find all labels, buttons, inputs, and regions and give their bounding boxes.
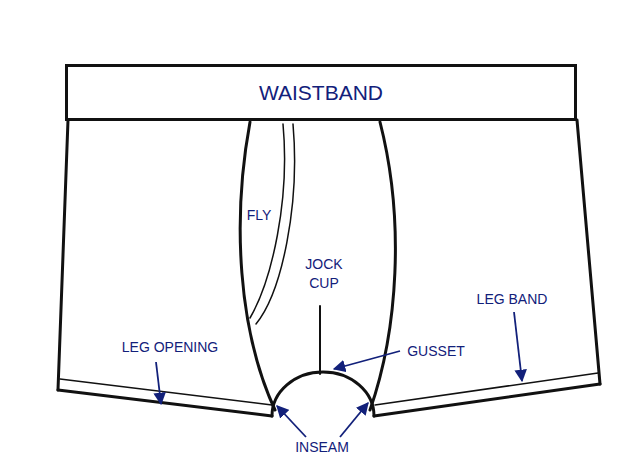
- right-leg-band-line: [375, 373, 598, 405]
- gusset-arrow: [334, 351, 400, 369]
- waistband-band: WAISTBAND: [65, 64, 577, 121]
- left-leg-band-line: [60, 379, 272, 405]
- leg-band-label: LEG BAND: [462, 290, 562, 309]
- pouch-right: [370, 122, 395, 410]
- jock-cup-leader: [319, 306, 321, 374]
- right-side-seam: [577, 120, 600, 384]
- inseam-arrow: [277, 406, 306, 437]
- crotch-arc: [272, 372, 374, 416]
- leg-band-arrow: [514, 312, 522, 381]
- inseam-arrow: [340, 403, 368, 437]
- leg-opening-label: LEG OPENING: [105, 338, 235, 357]
- fly-label: FLY: [239, 206, 279, 225]
- left-side-seam: [58, 120, 68, 390]
- leg-opening-arrow: [156, 362, 161, 404]
- fly-line: [256, 124, 295, 324]
- left-leg-opening: [58, 390, 272, 416]
- band-label: WAISTBAND: [259, 80, 383, 105]
- jock-cup-label: JOCK CUP: [293, 255, 355, 293]
- inseam-label: INSEAM: [282, 438, 362, 457]
- gusset-label: GUSSET: [396, 342, 476, 361]
